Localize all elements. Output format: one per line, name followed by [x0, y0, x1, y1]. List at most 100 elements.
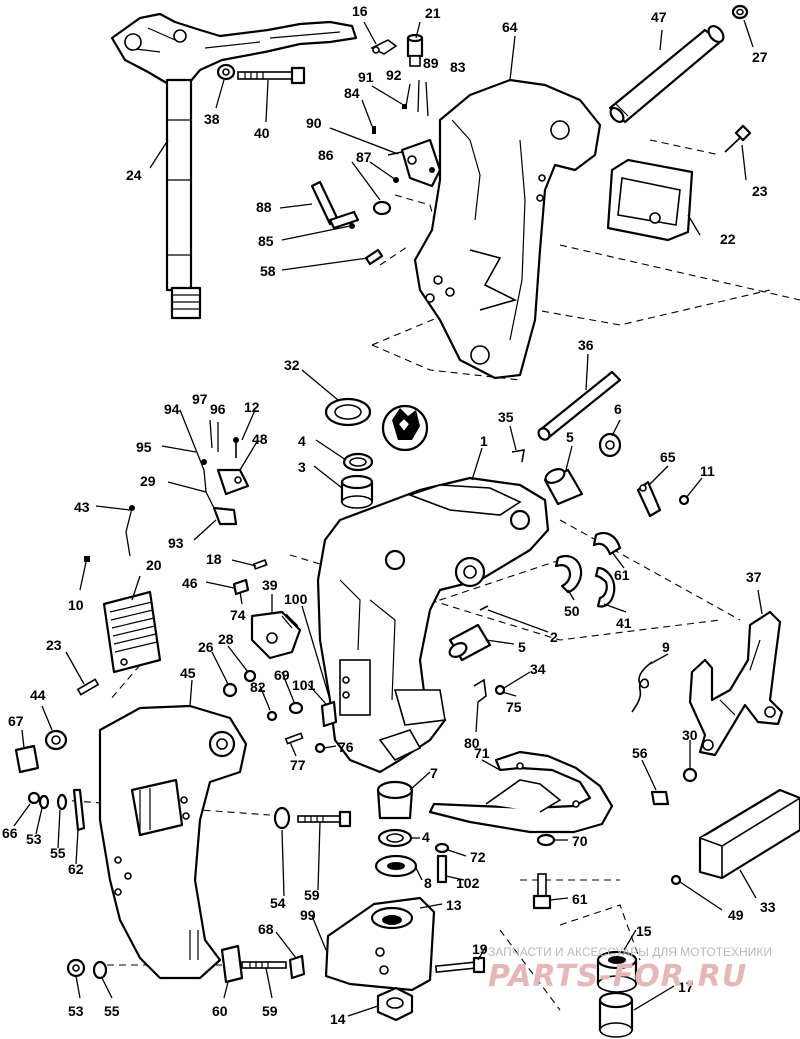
callout-96: 96: [210, 401, 226, 417]
part-66-nut: [27, 791, 41, 805]
callout-28: 28: [218, 631, 234, 647]
part-17-spacer: [598, 991, 634, 1038]
callout-72: 72: [470, 849, 486, 865]
callout-67: 67: [8, 713, 24, 729]
callout-7: 7: [430, 765, 438, 781]
callout-12: 12: [244, 399, 260, 415]
part-80-clip: [473, 678, 487, 703]
callout-36: 36: [578, 337, 594, 353]
watermark-logo: PARTS-FOR.RU: [488, 959, 747, 994]
part-43-wire-clip: [125, 505, 135, 557]
callout-16: 16: [352, 3, 368, 19]
callout-55-left: 55: [50, 845, 66, 861]
callout-82: 82: [250, 679, 266, 695]
part-60-plate: [220, 944, 244, 984]
part-85-screw: [349, 223, 355, 229]
part-15-bushing: [596, 950, 638, 993]
part-28-washer: [243, 669, 257, 683]
callout-61-upper: 61: [614, 567, 630, 583]
callout-5-lower: 5: [518, 639, 526, 655]
part-3-bushing: [340, 474, 374, 509]
callout-74: 74: [230, 607, 246, 623]
part-59-bolt-a: [297, 810, 352, 828]
callout-17: 17: [678, 979, 694, 995]
callout-64: 64: [502, 19, 518, 35]
part-102-screw: [436, 854, 448, 884]
callout-43: 43: [74, 499, 90, 515]
callout-45: 45: [180, 665, 196, 681]
callout-23-left: 23: [46, 637, 62, 653]
part-53-washer-b: [66, 958, 86, 978]
part-37-tilt-lever: [688, 610, 784, 757]
callout-5-upper: 5: [566, 429, 574, 445]
callout-53-left: 53: [26, 831, 42, 847]
callout-101: 101: [292, 677, 316, 693]
part-23-screw-left: [76, 678, 100, 696]
callout-2: 2: [550, 629, 558, 645]
part-20-cover: [102, 590, 162, 674]
callout-53-bottom: 53: [68, 1003, 84, 1019]
callout-97: 97: [192, 391, 208, 407]
part-8-seal: [374, 854, 418, 878]
callout-92: 92: [386, 67, 402, 83]
bushing-detail-inset: [381, 404, 429, 452]
callout-37: 37: [746, 569, 762, 585]
part-62-link: [72, 788, 86, 832]
part-48-sender: [216, 468, 250, 496]
callout-68: 68: [258, 921, 274, 937]
part-47-tilt-tube: [608, 25, 725, 124]
callout-56: 56: [632, 745, 648, 761]
callout-58: 58: [260, 263, 276, 279]
callout-34: 34: [530, 661, 546, 677]
part-77-screw: [284, 732, 304, 745]
callout-39: 39: [262, 577, 278, 593]
watermark-caption: ЗАПЧАСТИ И АКСЕССУАРЫ ДЛЯ МОТОТЕХНИКИ: [488, 945, 772, 959]
callout-8: 8: [424, 875, 432, 891]
callout-4-upper: 4: [298, 433, 306, 449]
callout-21: 21: [425, 5, 441, 21]
callout-61-lower: 61: [572, 891, 588, 907]
part-93-connector: [212, 506, 238, 526]
callout-69: 69: [274, 667, 290, 683]
callout-46: 46: [182, 575, 198, 591]
part-40-bolt: [237, 66, 306, 85]
callout-48: 48: [252, 431, 268, 447]
part-38-washer: [216, 63, 236, 81]
watermark: ЗАПЧАСТИ И АКСЕССУАРЫ ДЛЯ МОТОТЕХНИКИ PA…: [488, 945, 772, 994]
part-10-screw: [84, 556, 90, 562]
part-55-washer-a: [56, 793, 68, 811]
part-5-bushing-upper: [543, 468, 584, 506]
part-33-block: [698, 788, 800, 880]
callout-76: 76: [338, 739, 354, 755]
callout-86: 86: [318, 147, 334, 163]
part-21-bushing: [406, 33, 424, 67]
part-68-nut: [288, 954, 306, 980]
part-18-pin: [252, 559, 268, 570]
part-36-pin: [537, 370, 622, 441]
parts-91-92-89-83-pins: [402, 79, 429, 117]
callout-83: 83: [450, 59, 466, 75]
callout-59-mid: 59: [304, 887, 320, 903]
callout-23-top: 23: [752, 183, 768, 199]
callout-labels: 16 21 64 47 27 91 92 89 83 84 90 86 87 8…: [2, 3, 776, 1027]
callout-89: 89: [423, 55, 439, 71]
part-50-clip: [554, 555, 583, 594]
part-24-swivel-shaft: [110, 12, 358, 320]
part-69-bushing: [288, 701, 304, 715]
callout-85: 85: [258, 233, 274, 249]
callout-60: 60: [212, 1003, 228, 1019]
callout-9: 9: [662, 639, 670, 655]
part-56-screw: [650, 790, 670, 806]
part-76-pin: [314, 742, 326, 754]
callout-80: 80: [464, 735, 480, 751]
part-26-knob: [222, 682, 238, 698]
part-84-pin: [372, 126, 376, 134]
part-55-washer-b: [92, 960, 108, 980]
part-39-bracket: [250, 610, 302, 660]
callout-14: 14: [330, 1011, 346, 1027]
callout-44: 44: [30, 687, 46, 703]
callout-15: 15: [636, 923, 652, 939]
callout-55-bottom: 55: [104, 1003, 120, 1019]
part-32-seal-ring: [324, 397, 372, 427]
callout-1: 1: [480, 433, 488, 449]
